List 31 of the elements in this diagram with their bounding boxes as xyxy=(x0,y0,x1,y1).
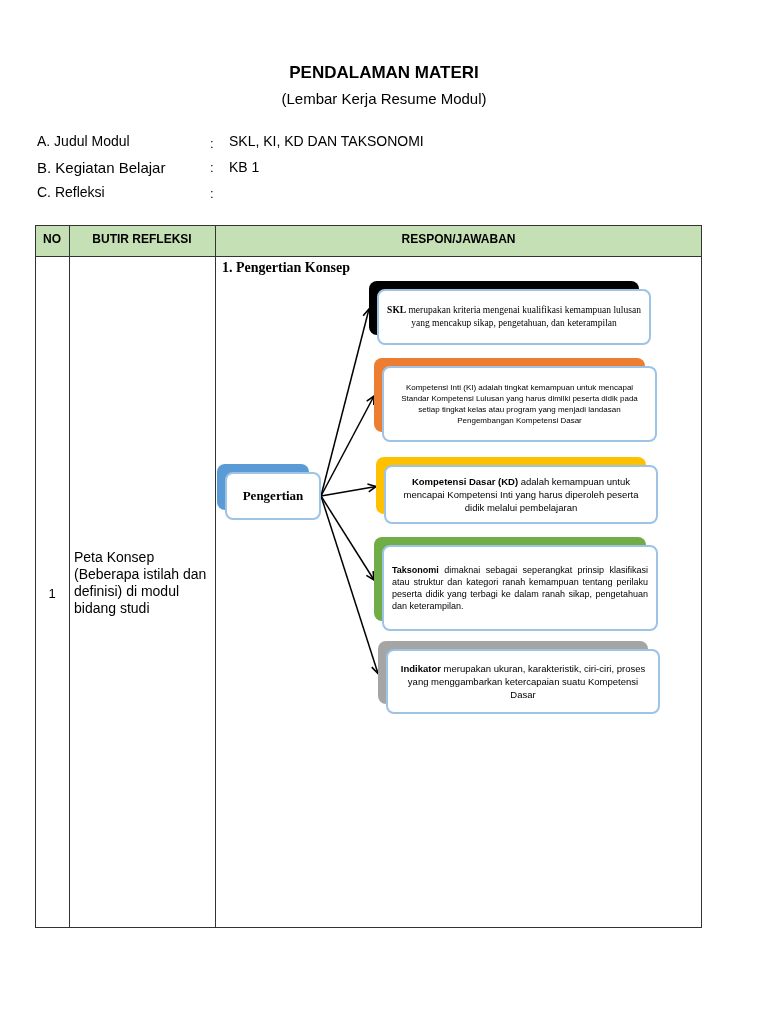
field-label: A. Judul Modul xyxy=(37,132,130,151)
title: PENDALAMAN MATERI xyxy=(288,62,480,84)
definition-text: Kompetensi Inti (KI) adalah tingkat kemampuan untuk mencapai Standar Kompetensi Lulusan yang harus dimilki peserta didik pada setiap tingkat kelas atau program yang menjadi landasan Pengembangan Kompetensi Dasar xyxy=(400,382,639,426)
definition-box xyxy=(374,537,658,631)
field-label: C. Refleksi xyxy=(37,183,105,202)
arrow xyxy=(320,395,375,497)
reflection-item: Peta Konsep (Beberapa istilah dan definisi) di modul bidang studi xyxy=(74,549,208,617)
definition-text: SKL merupakan kriteria mengenai kualifikasi kemampuan lulusan yang mencakup sikap, pengetahuan, dan keterampilan xyxy=(387,304,641,330)
column-header: NO xyxy=(42,231,62,248)
section-heading: 1. Pengertian Konsep xyxy=(222,259,350,277)
definition-text: Indikator merupakan ukuran, karakteristik, ciri-ciri, proses yang menggambarkan ketercapaian suatu Kompetensi Dasar xyxy=(399,662,647,701)
definition-text: Taksonomi dimaknai sebagai seperangkat prinsip klasifikasi atau struktur dan kategori ranah kemampuan tentang perilaku peserta didik yang terbagi ke dalam ranah sikap, pengetahuan dan keterampilan. xyxy=(392,564,648,612)
field-value: KB 1 xyxy=(229,158,260,177)
colon: : xyxy=(210,185,214,203)
colon: : xyxy=(210,159,214,177)
definition-box xyxy=(376,457,658,524)
subtitle: (Lembar Kerja Resume Modul) xyxy=(280,89,488,109)
arrow xyxy=(320,483,377,497)
arrow xyxy=(320,495,375,581)
definition-text: Kompetensi Dasar (KD) adalah kemampuan untuk mencapai Kompetensi Inti yang harus diperoleh peserta didik melalui pembelajaran xyxy=(402,475,640,514)
definition-box xyxy=(369,281,651,345)
topic-text: Pengertian xyxy=(242,487,304,506)
field-label: B. Kegiatan Belajar xyxy=(37,158,166,178)
row-number: 1 xyxy=(47,585,57,603)
definition-box xyxy=(374,358,657,442)
topic-box xyxy=(217,464,321,520)
column-header: BUTIR REFLEKSI xyxy=(91,231,193,248)
column-header: RESPON/JAWABAN xyxy=(400,231,517,248)
definition-box xyxy=(378,641,660,714)
colon: : xyxy=(210,135,214,153)
field-value: SKL, KI, KD DAN TAKSONOMI xyxy=(229,132,424,151)
